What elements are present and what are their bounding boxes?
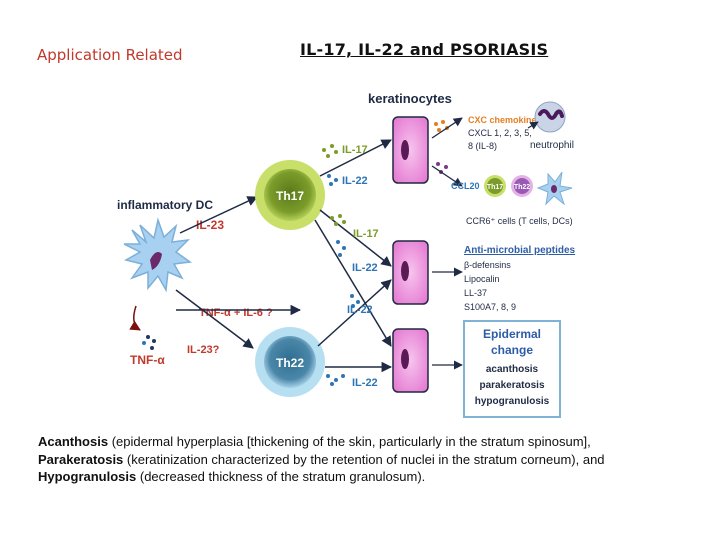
ccr6-label: CCR6⁺ cells (T cells, DCs) xyxy=(466,216,573,226)
epidermal-item-3: hypogranulosis xyxy=(475,396,550,407)
epidermal-change-box: Epidermal change acanthosis parakeratosi… xyxy=(463,320,561,418)
ccl20-label: CCL20 xyxy=(451,181,480,191)
tnf-il6-label: TNF-α + IL-6 ? xyxy=(199,307,273,319)
il22-label-3: IL-22 xyxy=(347,304,373,316)
mini-th22-cell: Th22 xyxy=(511,175,533,197)
il17-label-2: IL-17 xyxy=(353,228,379,240)
tnf-dots xyxy=(142,335,156,350)
epidermal-title-2: change xyxy=(491,343,533,357)
il22-dots-4 xyxy=(326,374,345,386)
il17-dots-1 xyxy=(322,144,338,158)
neutrophil-label: neutrophil xyxy=(530,140,574,151)
app-label: Application Related xyxy=(37,46,183,64)
il23-label: IL-23 xyxy=(196,218,224,232)
amp-title: Anti-microbial peptides xyxy=(464,245,576,256)
ker1-to-ccl20-arrow xyxy=(431,165,463,187)
th17-cell: Th17 xyxy=(255,160,325,230)
caption-text-1: (epidermal hyperplasia [thickening of th… xyxy=(108,434,591,449)
mini-dc-icon xyxy=(536,171,573,206)
caption-text-3: (decreased thickness of the stratum gran… xyxy=(136,469,426,484)
dendritic-cell-icon xyxy=(123,217,192,293)
amp-item-4: S100A7, 8, 9 xyxy=(464,302,516,312)
caption-text-2: (keratinization characterized by the ret… xyxy=(123,451,605,467)
cxc-line-1: CXCL 1, 2, 3, 5, xyxy=(468,128,532,138)
inflammatory-dc-label: inflammatory DC xyxy=(117,198,213,212)
amp-item-1: β-defensins xyxy=(464,260,511,270)
keratinocyte-cell-2 xyxy=(392,240,429,305)
tnf-loop-arrow xyxy=(129,305,141,331)
th22-cell: Th22 xyxy=(255,327,325,397)
dc-to-th22-arrow xyxy=(175,289,254,349)
th17-to-ker3-arrow xyxy=(314,219,392,347)
mini-th17-cell: Th17 xyxy=(484,175,506,197)
cxc-to-neutrophil-arrow xyxy=(527,121,539,130)
th22-to-ker2-arrow xyxy=(317,279,392,347)
ker1-to-cxc-arrow xyxy=(431,117,463,139)
th17-to-ker1-arrow xyxy=(319,139,392,177)
il17-dots-2 xyxy=(330,214,346,226)
il23q-label: IL-23? xyxy=(187,344,220,356)
caption: Acanthosis (epidermal hyperplasia [thick… xyxy=(38,433,698,486)
psoriasis-pathway-diagram: keratinocytes inflammatory DC IL-23 TNF-… xyxy=(117,91,576,418)
neutrophil-icon xyxy=(534,101,566,133)
dc-to-th17-arrow xyxy=(179,196,258,234)
epidermal-item-1: acanthosis xyxy=(486,364,539,375)
il17-label-1: IL-17 xyxy=(342,144,368,156)
il22-dots-3 xyxy=(350,294,360,308)
amp-item-3: LL-37 xyxy=(464,288,487,298)
keratinocytes-label: keratinocytes xyxy=(368,91,452,106)
il22-label-4: IL-22 xyxy=(352,377,378,389)
cxc-title: CXC chemokines xyxy=(468,115,542,125)
keratinocyte-cell-1 xyxy=(392,116,429,184)
th17-label: Th17 xyxy=(276,189,304,203)
mini-th17-label: Th17 xyxy=(487,184,503,191)
slide-title: IL-17, IL-22 and PSORIASIS xyxy=(300,40,549,59)
il22-label-1: IL-22 xyxy=(342,175,368,187)
caption-term-acanthosis: Acanthosis xyxy=(38,434,109,449)
amp-item-2: Lipocalin xyxy=(464,274,500,284)
il22-dots-1 xyxy=(327,174,338,186)
epidermal-item-2: parakeratosis xyxy=(479,380,544,391)
caption-term-parakeratosis: Parakeratosis xyxy=(38,451,124,467)
mini-th22-label: Th22 xyxy=(514,184,530,191)
cxc-line-2: 8 (IL-8) xyxy=(468,141,497,151)
epidermal-title-1: Epidermal xyxy=(483,327,541,341)
il22-label-2: IL-22 xyxy=(352,262,378,274)
tnf-alpha-label: TNF-α xyxy=(130,353,165,367)
il22-dots-2 xyxy=(336,240,346,257)
th22-label: Th22 xyxy=(276,356,304,370)
keratinocyte-cell-3 xyxy=(392,328,429,393)
caption-term-hypogranulosis: Hypogranulosis xyxy=(38,469,137,484)
